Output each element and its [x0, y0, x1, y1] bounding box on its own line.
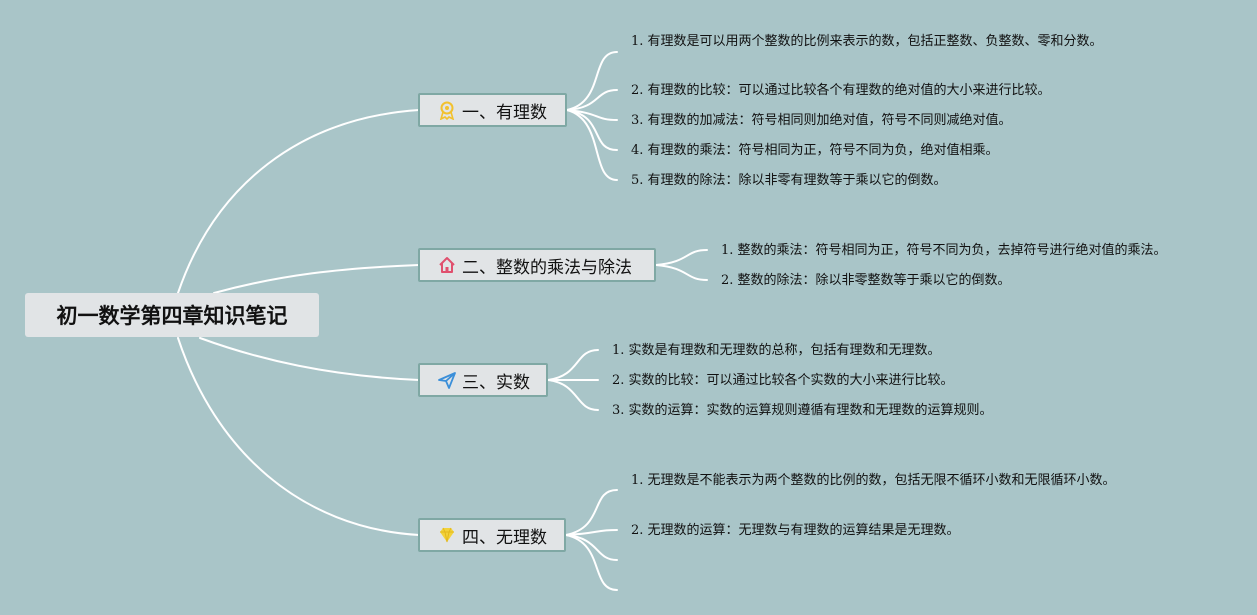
leaf-item: 3. 实数的运算：实数的运算规则遵循有理数和无理数的运算规则。	[612, 403, 993, 418]
branch-irrational-numbers[interactable]: 四、无理数	[418, 518, 566, 552]
leaf-item: 1. 无理数是不能表示为两个整数的比例的数，包括无限不循环小数和无限循环小数。	[631, 473, 1116, 488]
branch-label: 四、无理数	[462, 527, 547, 548]
paper-plane-icon	[436, 369, 458, 391]
home-icon	[436, 254, 458, 276]
award-ribbon-icon	[436, 99, 458, 121]
leaf-item: 1. 实数是有理数和无理数的总称，包括有理数和无理数。	[612, 343, 941, 358]
branch-label: 一、有理数	[462, 102, 547, 123]
leaf-item: 3. 有理数的加减法：符号相同则加绝对值，符号不同则减绝对值。	[631, 113, 1012, 128]
leaf-item: 1. 整数的乘法：符号相同为正，符号不同为负，去掉符号进行绝对值的乘法。	[721, 243, 1167, 258]
leaf-item: 2. 有理数的比较：可以通过比较各个有理数的绝对值的大小来进行比较。	[631, 83, 1051, 98]
branch-label: 二、整数的乘法与除法	[462, 257, 632, 278]
branch-integer-multiplication-division[interactable]: 二、整数的乘法与除法	[418, 248, 656, 282]
leaf-item: 2. 实数的比较：可以通过比较各个实数的大小来进行比较。	[612, 373, 954, 388]
leaf-item: 2. 整数的除法：除以非零整数等于乘以它的倒数。	[721, 273, 1011, 288]
leaf-item: 5. 有理数的除法：除以非零有理数等于乘以它的倒数。	[631, 173, 947, 188]
root-topic[interactable]: 初一数学第四章知识笔记	[25, 293, 319, 337]
diamond-icon	[436, 524, 458, 546]
branch-label: 三、实数	[462, 372, 530, 393]
leaf-item: 2. 无理数的运算：无理数与有理数的运算结果是无理数。	[631, 523, 960, 538]
leaf-item: 4. 有理数的乘法：符号相同为正，符号不同为负，绝对值相乘。	[631, 143, 999, 158]
branch-real-numbers[interactable]: 三、实数	[418, 363, 548, 397]
branch-rational-numbers[interactable]: 一、有理数	[418, 93, 567, 127]
leaf-item: 1. 有理数是可以用两个整数的比例来表示的数，包括正整数、负整数、零和分数。	[631, 34, 1103, 49]
root-title: 初一数学第四章知识笔记	[56, 304, 288, 328]
